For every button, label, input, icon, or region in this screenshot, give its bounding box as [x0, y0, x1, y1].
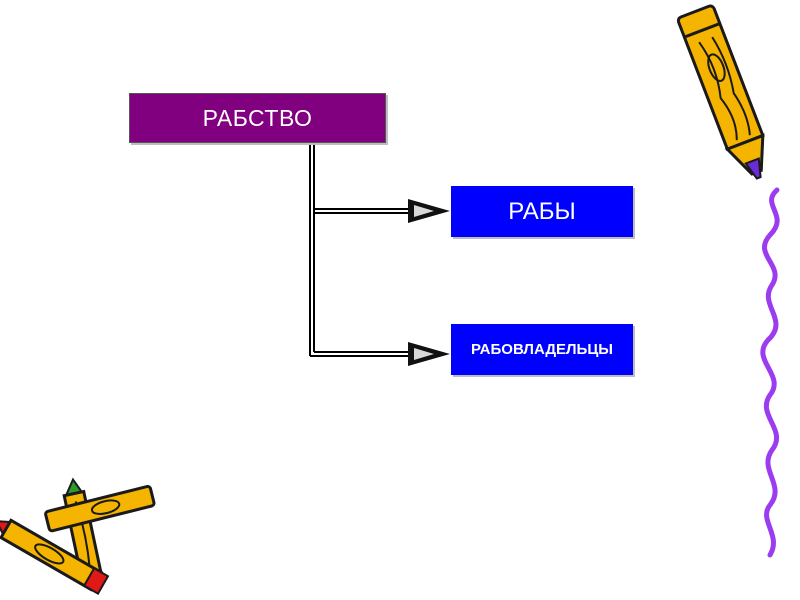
connector-to-child-1	[314, 199, 450, 223]
child-node-label-1: РАБЫ	[508, 197, 576, 225]
child-node-box-1: РАБЫ	[451, 186, 633, 237]
child-node-label-2: РАБОВЛАДЕЛЬЦЫ	[471, 341, 613, 358]
child-node-box-2: РАБОВЛАДЕЛЬЦЫ	[451, 324, 633, 375]
root-node-box: РАБСТВО	[129, 93, 386, 143]
root-node-label: РАБСТВО	[202, 104, 313, 131]
connector-root-trunk	[309, 143, 315, 356]
connector-to-child-2	[310, 342, 450, 366]
